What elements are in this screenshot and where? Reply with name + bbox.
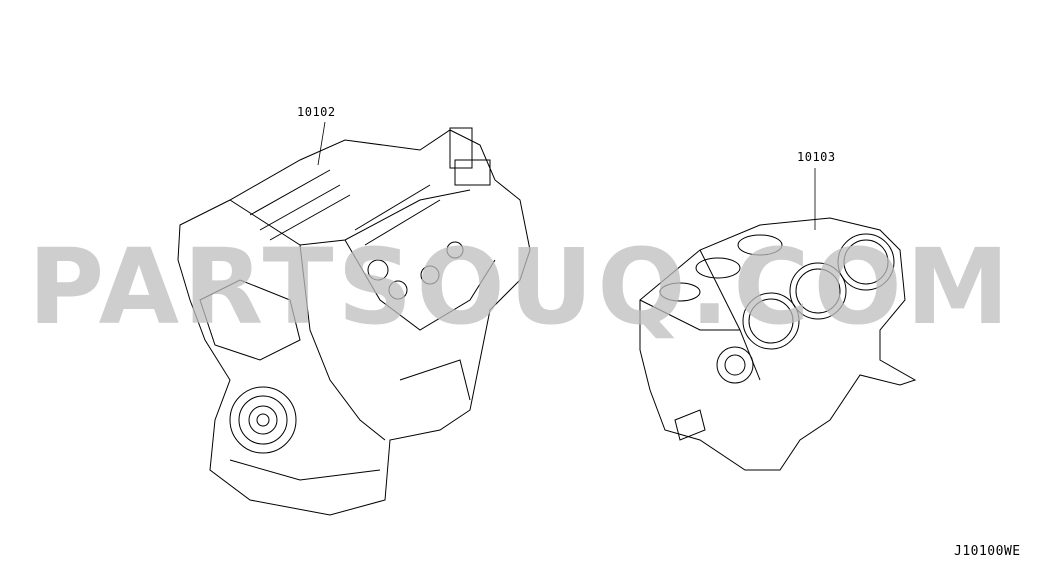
- short-block-drawing[interactable]: [639, 168, 917, 471]
- watermark: PARTSOUQ.COM: [28, 226, 1014, 348]
- engine-assembly-drawing[interactable]: [177, 121, 531, 516]
- part-callout-10102[interactable]: 10102: [297, 105, 336, 119]
- figure-code: J10100WE: [954, 544, 1021, 559]
- part-callout-10103[interactable]: 10103: [797, 150, 836, 164]
